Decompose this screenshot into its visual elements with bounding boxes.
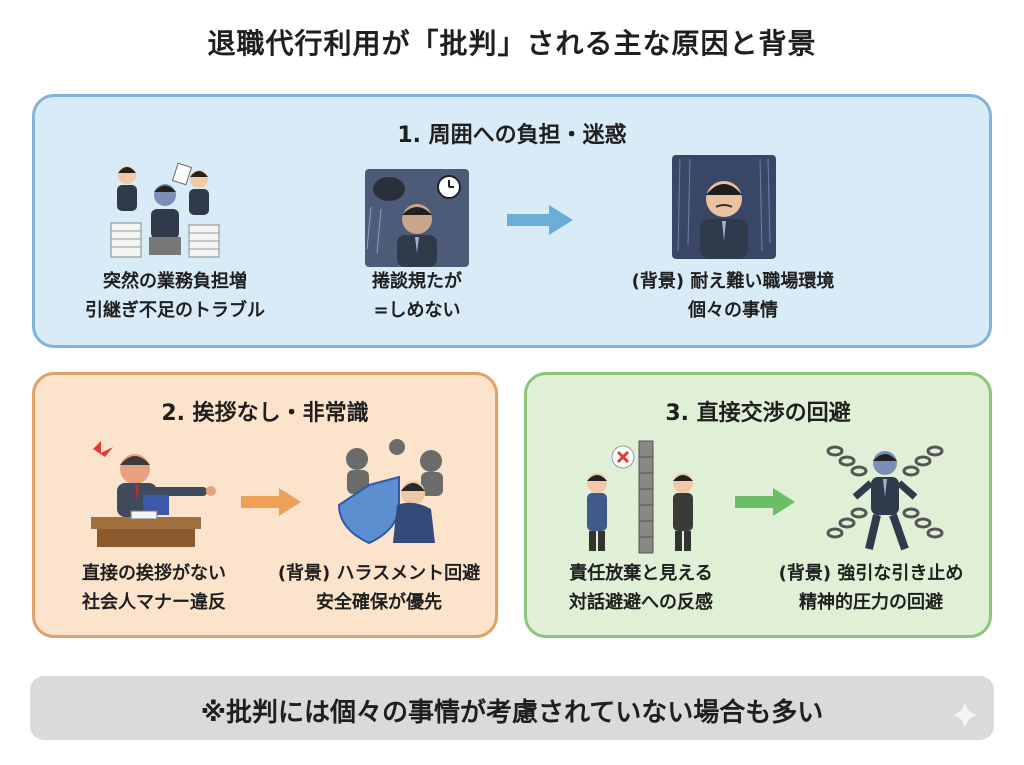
caption-line: 直接の挨拶がない <box>82 563 226 584</box>
section-burden-panel: 1. 周囲への負担・迷惑 突然の業務負担増 引継ぎ不足のトラブル 捲談規たが =… <box>32 94 992 348</box>
caption-line: 精神的圧力の回避 <box>799 592 943 613</box>
caption-line: 個々の事情 <box>688 300 778 321</box>
caption-line: 責任放棄と見える <box>569 563 713 584</box>
caption-line: 安全確保が優先 <box>316 592 442 613</box>
caption-line: 社会人マナー違反 <box>82 592 226 613</box>
blocked-dialogue-illustration <box>587 440 693 554</box>
right-arrow-icon <box>735 488 795 516</box>
caption-line: 対話避避への反感 <box>569 592 713 613</box>
section-heading: 2. 挨拶なし・非常識 <box>161 401 369 426</box>
caption-no-greeting: 直接の挨拶がない 社会人マナー違反 <box>49 559 259 617</box>
footer-note-box: ※批判には個々の事情が考慮されていない場合も多い <box>30 676 994 740</box>
caption-retention-background: (背景) 強引な引き止め 精神的圧力の回避 <box>753 559 989 617</box>
right-arrow-icon <box>241 488 301 516</box>
shielded-person-illustration <box>337 439 443 545</box>
caption-line: 突然の業務負担増 <box>103 271 247 292</box>
section-negotiation-panel: 3. 直接交渉の回避 責任放棄と見える 対話避避への反感 <box>524 372 992 638</box>
caption-line: (背景) ハラスメント回避 <box>277 563 481 584</box>
caption-background-environment: (背景) 耐え難い職場環境 個々の事情 <box>603 267 863 325</box>
harsh-workplace-illustration <box>672 155 776 259</box>
caption-responsibility: 責任放棄と見える 対話避避への反感 <box>533 559 749 617</box>
chained-worker-illustration <box>826 445 944 551</box>
sparkle-icon <box>952 702 978 728</box>
caption-line: =しめない <box>373 300 461 321</box>
caption-line: (背景) 強引な引き止め <box>778 563 964 584</box>
section-heading: 3. 直接交渉の回避 <box>665 401 851 426</box>
caption-line: (背景) 耐え難い職場環境 <box>631 271 835 292</box>
overwhelmed-office-illustration <box>110 162 220 258</box>
caption-sudden-burden: 突然の業務負担増 引継ぎ不足のトラブル <box>55 267 295 325</box>
footer-note: ※批判には個々の事情が考慮されていない場合も多い <box>200 698 824 728</box>
stressed-worker-illustration <box>365 169 469 267</box>
angry-boss-illustration <box>91 441 216 547</box>
section-heading: 1. 周囲への負担・迷惑 <box>397 123 627 148</box>
caption-line: 引継ぎ不足のトラブル <box>85 300 265 321</box>
caption-notice: 捲談規たが =しめない <box>327 267 507 325</box>
section-manners-panel: 2. 挨拶なし・非常識 直接の挨拶がない 社会人マナー違反 (背景) ハラスメン… <box>32 372 498 638</box>
caption-harassment-background: (背景) ハラスメント回避 安全確保が優先 <box>261 559 497 617</box>
right-arrow-icon <box>507 205 573 235</box>
caption-line: 捲談規たが <box>372 271 462 292</box>
page-title: 退職代行利用が「批判」される主な原因と背景 <box>207 27 817 60</box>
